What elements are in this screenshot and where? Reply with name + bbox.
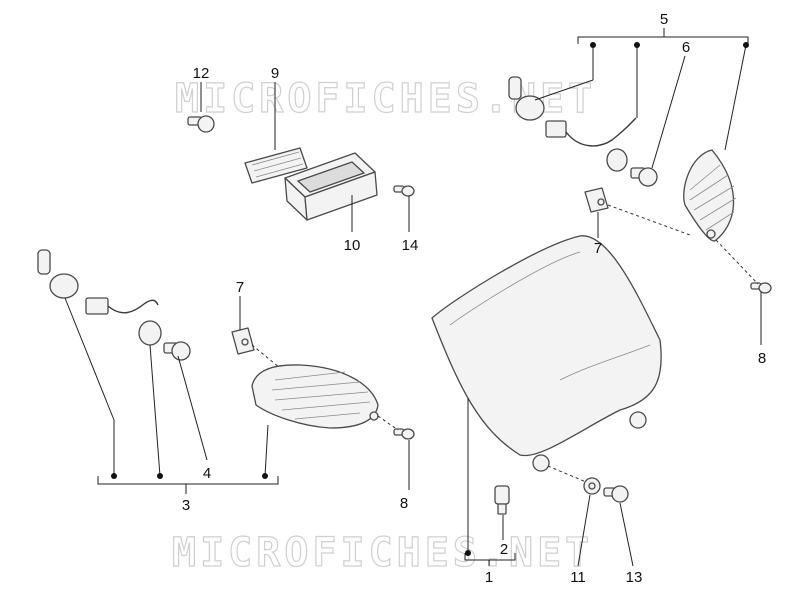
callout-8-left: 8 — [400, 495, 408, 512]
dash-line-left-b — [377, 415, 399, 431]
part-4-bulb[interactable] — [138, 320, 191, 361]
dash-line-right-a — [607, 204, 691, 236]
callout-3: 3 — [182, 497, 190, 514]
dash-line-right-b — [715, 239, 759, 285]
part-13-screw[interactable] — [603, 485, 629, 503]
callout-2: 2 — [500, 541, 508, 558]
part-14-screw[interactable] — [393, 185, 415, 197]
watermark-bottom: MICROFICHES.NET — [172, 530, 593, 576]
callout-8-right: 8 — [758, 350, 766, 367]
part-6-bulb[interactable] — [606, 148, 658, 187]
part-5-socket-harness[interactable] — [508, 76, 637, 147]
part-2-bulb[interactable] — [494, 485, 510, 515]
part-10-housing[interactable] — [284, 152, 378, 221]
part-8-screw-left[interactable] — [393, 428, 415, 440]
right-turn-lens[interactable] — [683, 149, 737, 242]
callout-4: 4 — [203, 465, 211, 482]
left-turn-lens[interactable] — [251, 364, 379, 429]
callout-1: 1 — [485, 569, 493, 586]
callout-10: 10 — [344, 237, 361, 254]
part-7-clip-left[interactable] — [231, 327, 255, 355]
callout-9: 9 — [271, 65, 279, 82]
callout-6: 6 — [682, 39, 690, 56]
callout-13: 13 — [626, 569, 643, 586]
part-7-clip-right[interactable] — [584, 187, 609, 213]
part-3-socket-harness[interactable] — [37, 249, 159, 315]
part-1-tail-light[interactable] — [431, 235, 662, 472]
callout-11: 11 — [570, 569, 586, 586]
callout-5: 5 — [660, 11, 668, 28]
callout-14: 14 — [402, 237, 419, 254]
part-12-screw[interactable] — [187, 115, 215, 133]
part-9-lens[interactable] — [244, 147, 308, 184]
callout-7-top: 7 — [594, 240, 602, 257]
part-11-washer[interactable] — [583, 477, 601, 495]
dash-line-left-a — [251, 344, 281, 369]
part-8-screw-right[interactable] — [750, 282, 772, 294]
callout-12: 12 — [193, 65, 210, 82]
dash-line-bottom — [547, 465, 587, 483]
leaders — [64, 28, 762, 567]
callout-7-left: 7 — [236, 279, 244, 296]
